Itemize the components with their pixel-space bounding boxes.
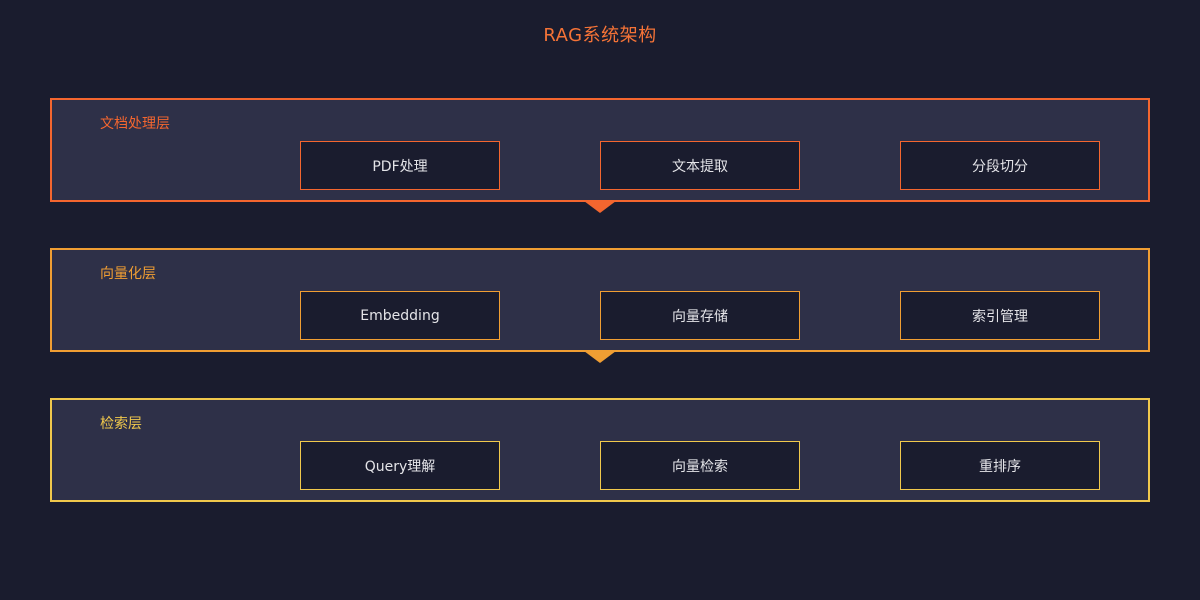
layer-vectorization-label: 向量化层 (100, 266, 156, 282)
node-query-understanding: Query理解 (300, 441, 500, 490)
node-query-understanding-label: Query理解 (364, 458, 436, 475)
layer-document-processing-label: 文档处理层 (100, 116, 170, 132)
node-text-extraction: 文本提取 (600, 141, 800, 190)
node-chunking-label: 分段切分 (972, 158, 1028, 175)
node-index-management: 索引管理 (900, 291, 1100, 340)
node-text-extraction-label: 文本提取 (672, 158, 728, 175)
down-arrow-icon-1 (584, 201, 616, 213)
node-vector-store-label: 向量存储 (672, 308, 728, 325)
page-title: RAG系统架构 (543, 25, 657, 46)
node-reranking: 重排序 (900, 441, 1100, 490)
down-arrow-icon-2 (584, 351, 616, 363)
node-reranking-label: 重排序 (979, 458, 1021, 475)
node-vector-search-label: 向量检索 (672, 458, 728, 475)
node-vector-search: 向量检索 (600, 441, 800, 490)
node-chunking: 分段切分 (900, 141, 1100, 190)
node-embedding: Embedding (300, 291, 500, 340)
layer-retrieval: 检索层 Query理解 向量检索 重排序 (50, 398, 1150, 502)
node-index-management-label: 索引管理 (972, 308, 1028, 325)
node-pdf-processing: PDF处理 (300, 141, 500, 190)
layer-retrieval-label: 检索层 (100, 416, 142, 432)
layer-document-processing: 文档处理层 PDF处理 文本提取 分段切分 (50, 98, 1150, 202)
node-vector-store: 向量存储 (600, 291, 800, 340)
layer-vectorization: 向量化层 Embedding 向量存储 索引管理 (50, 248, 1150, 352)
node-embedding-label: Embedding (360, 307, 440, 324)
node-pdf-processing-label: PDF处理 (372, 158, 428, 175)
